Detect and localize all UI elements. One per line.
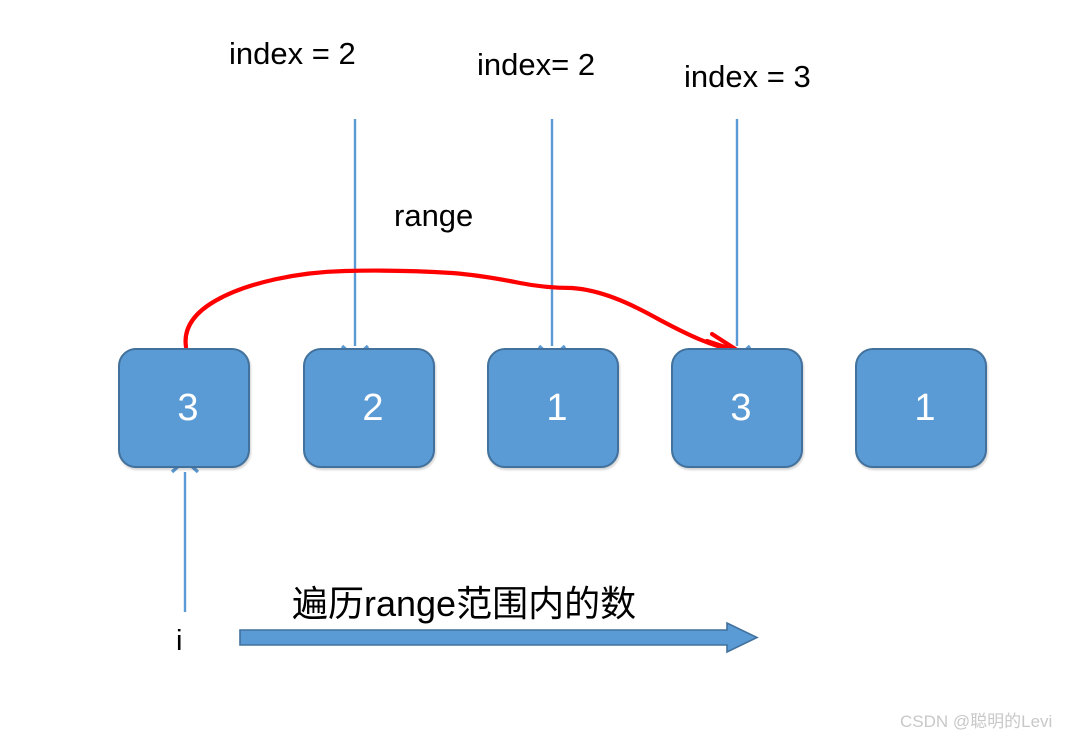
watermark: CSDN @聪明的Levi <box>900 712 1053 731</box>
array-cell-0[interactable]: 3 <box>118 348 250 468</box>
array-cell-value: 3 <box>177 386 199 429</box>
array-cell-4[interactable]: 1 <box>855 348 987 468</box>
array-cell-3[interactable]: 3 <box>671 348 803 468</box>
array-cell-2[interactable]: 1 <box>487 348 619 468</box>
annotation-traverse-caption: 遍历range范围内的数 <box>292 583 637 624</box>
array-cell-value: 1 <box>546 386 568 429</box>
array-cell-value: 3 <box>730 386 752 429</box>
annotation-index-label-1: index = 2 <box>229 36 356 71</box>
traversal-direction-arrow <box>239 621 759 654</box>
annotation-range-label: range <box>394 198 474 233</box>
array-cell-value: 1 <box>914 386 936 429</box>
annotation-pointer-i-label: i <box>176 625 183 657</box>
array-cell-1[interactable]: 2 <box>303 348 435 468</box>
array-cell-value: 2 <box>362 386 384 429</box>
annotation-index-label-2: index= 2 <box>477 47 596 82</box>
annotation-index-label-3: index = 3 <box>684 59 811 94</box>
range-curve <box>183 268 739 354</box>
